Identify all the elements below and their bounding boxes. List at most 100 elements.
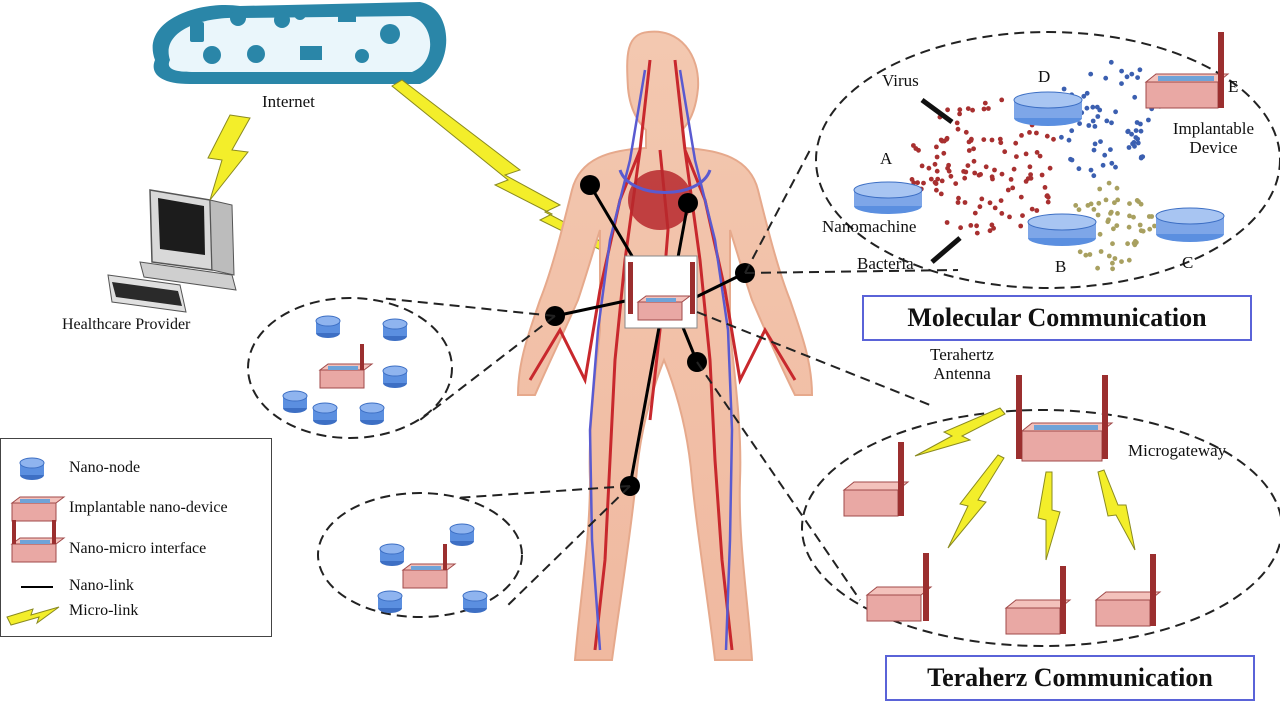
microgateway-label: Microgateway <box>1128 441 1227 460</box>
molecule-dot <box>1091 207 1097 212</box>
molecule-dot <box>1135 75 1140 80</box>
molecule-dot <box>999 171 1005 177</box>
molecule-dot <box>934 168 940 174</box>
molecule-dot <box>1077 249 1083 255</box>
thz-device-left <box>842 442 910 517</box>
molecule-dot <box>1090 104 1096 110</box>
molecule-dot <box>1044 133 1050 139</box>
legend-symbols <box>6 457 65 626</box>
terahertz-antenna-label: Terahertz Antenna <box>912 345 1012 383</box>
nanomachine-a <box>853 181 923 214</box>
molecule-dot <box>1138 128 1144 134</box>
legend-nano-micro-interface: Nano-micro interface <box>69 540 207 557</box>
molecule-dot <box>944 220 950 225</box>
molecule-dot <box>1125 128 1131 134</box>
molecule-dot <box>982 100 988 106</box>
molecule-dot <box>1132 94 1138 100</box>
molecule-dot <box>963 129 969 135</box>
legend-implantable-nano-device: Implantable nano-device <box>69 499 228 516</box>
point-e-label: E <box>1228 77 1239 96</box>
molecule-dot <box>1005 187 1011 193</box>
thz-device-bottom-3 <box>1094 554 1162 627</box>
molecule-dot <box>1126 224 1132 230</box>
molecule-dot <box>987 200 993 206</box>
healthcare-computer-icon <box>107 189 237 313</box>
molecule-dot <box>1084 90 1090 96</box>
molecule-dot <box>1027 164 1033 170</box>
molecule-dot <box>971 146 976 152</box>
molecule-dot <box>1111 226 1116 232</box>
nano-node-icon <box>19 457 45 481</box>
molecule-dot <box>1027 130 1032 135</box>
molecule-dot <box>983 164 989 170</box>
molecule-dot <box>1119 81 1124 86</box>
molecule-dot <box>1018 194 1024 200</box>
molecule-dot <box>1140 228 1146 234</box>
thz-device-bottom-1 <box>865 553 933 622</box>
healthcare-provider-label: Healthcare Provider <box>62 316 191 333</box>
molecule-dot <box>1125 241 1130 247</box>
molecule-dot <box>974 230 980 236</box>
molecule-dot <box>962 175 968 181</box>
molecule-dot <box>1008 177 1014 182</box>
molecule-dot <box>968 223 974 228</box>
thz-device-bottom-2 <box>1004 566 1072 635</box>
molecule-dot <box>992 205 998 211</box>
molecule-dot <box>1124 74 1130 80</box>
molecule-dot <box>1110 260 1115 266</box>
terahertz-communication-title: Teraherz Communication <box>885 655 1255 701</box>
molecule-dot <box>1108 209 1114 215</box>
molecule-dot <box>958 225 963 231</box>
molecule-dot <box>1138 154 1144 160</box>
molecule-dot <box>1114 223 1120 229</box>
terahertz-antenna-label-line-2: Antenna <box>933 363 991 383</box>
molecule-dot <box>969 136 974 142</box>
molecule-dot <box>1025 176 1031 182</box>
molecule-dot <box>1138 201 1144 207</box>
molecule-dot <box>1114 185 1120 191</box>
molecule-dot <box>971 158 977 164</box>
molecule-dot <box>1091 173 1097 179</box>
molecule-dot <box>1002 149 1008 155</box>
molecule-dot <box>997 136 1003 142</box>
zoom-ellipses <box>247 31 1280 647</box>
molecule-dot <box>1115 197 1121 203</box>
molecule-dot <box>934 144 939 150</box>
molecule-dot <box>1106 180 1112 186</box>
molecule-dot <box>972 170 978 176</box>
molecule-dot <box>972 210 978 216</box>
molecule-dot <box>1137 67 1143 73</box>
molecule-dot <box>1146 117 1151 123</box>
molecule-dot <box>1088 71 1094 77</box>
internet-label: Internet <box>262 92 315 111</box>
implantable-device-label-line-1: Implantable <box>1172 119 1255 138</box>
molecule-dot <box>1069 157 1075 163</box>
molecule-dot <box>935 176 941 182</box>
molecule-dot <box>938 137 944 143</box>
molecule-dot <box>1134 120 1140 125</box>
molecule-dot <box>1108 147 1113 153</box>
bacteria-label: Bacteria <box>857 254 914 273</box>
nanomachine-d <box>1013 91 1083 126</box>
molecule-dot <box>957 111 962 117</box>
molecule-dot <box>1073 203 1079 208</box>
molecule-dot <box>1119 259 1124 264</box>
molecule-dot <box>986 106 991 111</box>
molecule-dot <box>1088 201 1094 207</box>
legend-micro-link: Micro-link <box>69 602 139 619</box>
virus-label: Virus <box>882 71 919 90</box>
molecule-dot <box>1102 152 1108 158</box>
molecule-dot <box>1090 118 1096 124</box>
molecule-dot <box>1028 172 1033 178</box>
molecule-dot <box>1051 136 1056 142</box>
molecule-dot <box>1110 241 1115 247</box>
molecule-dot <box>921 180 926 186</box>
molecule-dot <box>1077 121 1082 126</box>
molecule-dot <box>1133 128 1139 134</box>
molecule-dot <box>999 97 1005 103</box>
molecule-dot <box>911 143 916 148</box>
molecule-dot <box>1083 252 1089 258</box>
molecule-dot <box>981 106 987 112</box>
thz-links <box>914 407 1136 561</box>
